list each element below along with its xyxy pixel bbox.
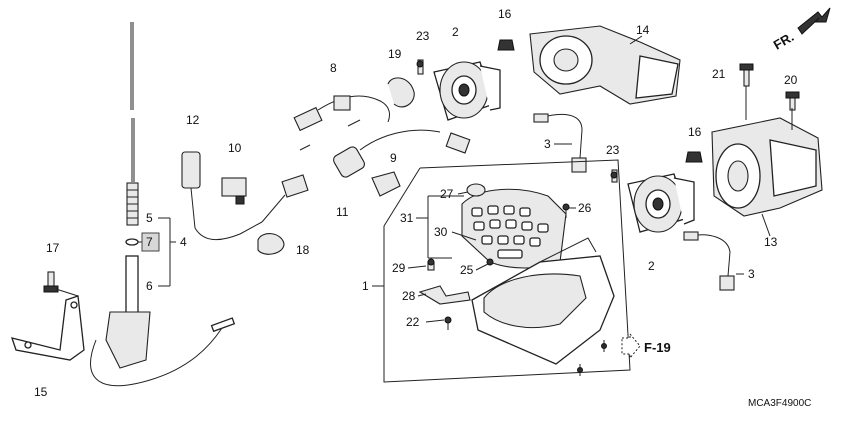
screw-29 — [427, 258, 435, 271]
callout-28: 28 — [402, 289, 416, 303]
callout-18: 18 — [296, 243, 310, 257]
callout-12: 12 — [186, 113, 200, 127]
bolt-23-a — [416, 59, 424, 75]
callout-31: 31 — [400, 211, 414, 225]
callout-23-a: 23 — [416, 29, 430, 43]
callout-16-b: 16 — [688, 125, 702, 139]
audio-unit-body — [471, 237, 615, 365]
callout-20: 20 — [784, 73, 798, 87]
bolt-21 — [739, 63, 754, 87]
callout-3-bottom: 3 — [748, 267, 755, 281]
assembly-outline — [383, 159, 631, 383]
callout-labels: 1 2 2 3 3 4 5 6 7 8 9 10 11 12 13 14 15 … — [34, 7, 798, 399]
clip-18 — [257, 233, 285, 255]
screw-25 — [486, 258, 494, 266]
keypad-31 — [461, 188, 567, 269]
callout-2-right: 2 — [648, 259, 655, 273]
callout-22: 22 — [406, 315, 420, 329]
callout-30: 30 — [434, 225, 448, 239]
harness-11 — [299, 129, 471, 178]
front-marker-label: FR. — [771, 29, 797, 52]
front-direction-marker: FR. — [771, 7, 831, 53]
speaker-box-13 — [711, 117, 823, 217]
callout-23-b: 23 — [606, 143, 620, 157]
left-speaker-2 — [433, 61, 501, 121]
bolt-16-a — [497, 39, 515, 51]
callout-19: 19 — [388, 47, 402, 61]
bolt-16-b — [685, 151, 703, 163]
bolt-23-b — [610, 169, 618, 183]
audio-unit-assembly-frame — [383, 159, 631, 383]
callout-27: 27 — [440, 187, 454, 201]
reference-arrow — [621, 332, 641, 360]
antenna-plug — [210, 317, 236, 333]
callout-10: 10 — [228, 141, 242, 155]
antenna-nut — [125, 238, 139, 246]
callout-25: 25 — [460, 263, 474, 277]
switch-10 — [221, 177, 247, 205]
screw-22 — [444, 316, 452, 330]
antenna-base — [105, 311, 151, 369]
button-27 — [466, 183, 486, 197]
callout-11: 11 — [336, 205, 349, 219]
callout-21: 21 — [712, 67, 726, 81]
speaker-harness-8 — [293, 95, 391, 132]
callout-29: 29 — [392, 261, 406, 275]
callout-1: 1 — [362, 279, 369, 293]
bolt-20 — [785, 91, 800, 111]
callout-13: 13 — [764, 235, 778, 249]
part-9 — [371, 171, 401, 197]
right-speaker-2 — [627, 173, 695, 233]
callout-17: 17 — [46, 241, 60, 255]
leader-lines — [138, 35, 793, 323]
callout-7: 7 — [146, 235, 153, 249]
antenna-bracket — [11, 295, 85, 361]
antenna-base-post — [125, 255, 139, 317]
bracket-28 — [418, 285, 471, 305]
speaker-box-14 — [529, 25, 681, 105]
callout-16-a: 16 — [498, 7, 512, 21]
antenna-cable — [90, 327, 223, 387]
clip-19 — [387, 77, 415, 108]
antenna-assembly — [90, 22, 236, 387]
callout-9: 9 — [390, 151, 397, 165]
callout-6: 6 — [146, 279, 153, 293]
bolt-17 — [43, 271, 79, 297]
selected-callout-box — [141, 232, 160, 252]
bottom-screws — [577, 340, 607, 376]
antenna-harness — [181, 151, 309, 241]
screw-26 — [562, 203, 570, 218]
callout-3-top: 3 — [544, 137, 551, 151]
diagram-code: MCA3F4900C — [748, 398, 811, 409]
reference-label: F-19 — [644, 340, 671, 355]
callout-4: 4 — [180, 235, 187, 249]
speaker-lead-3-b — [683, 231, 735, 291]
callout-5: 5 — [146, 211, 153, 225]
callout-14: 14 — [636, 23, 650, 37]
callout-26: 26 — [578, 201, 592, 215]
callout-2-left: 2 — [452, 25, 459, 39]
callout-15: 15 — [34, 385, 48, 399]
callout-8: 8 — [330, 61, 337, 75]
